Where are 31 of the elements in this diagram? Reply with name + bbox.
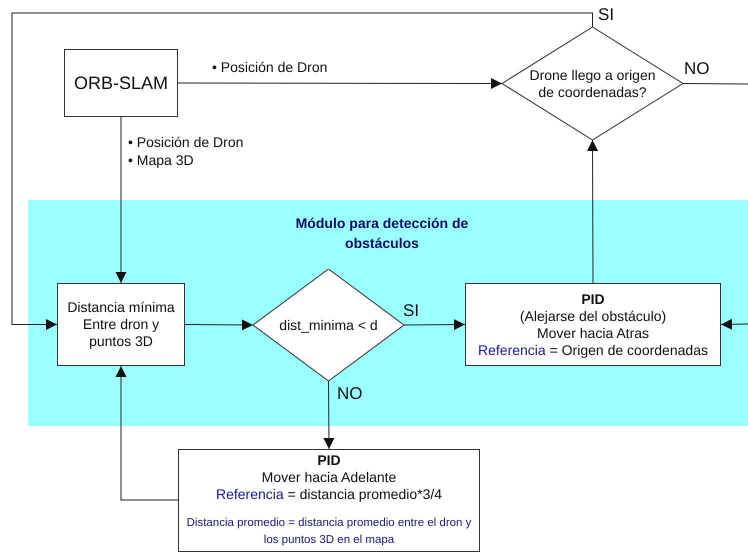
box-heading: PID (581, 290, 605, 308)
process-box (465, 283, 721, 366)
process-box (178, 449, 480, 552)
arrow (184, 319, 254, 330)
node-text: Mover hacia Adelante (262, 469, 396, 486)
node-text: Mover hacia Atras (536, 324, 650, 342)
module-panel (28, 200, 748, 426)
box-heading: PID (317, 452, 341, 469)
arrow (720, 318, 748, 330)
node-text: (Alejarse del obstáculo) (520, 308, 666, 324)
arrow (323, 380, 334, 450)
node-text: Referencia = distancia promedio*3/4 (216, 486, 442, 503)
arrow (12, 12, 593, 330)
decision-diamond (502, 27, 683, 140)
node-text: Referencia = Origen de coordenadas (478, 342, 708, 358)
arrow (587, 140, 598, 284)
node-text: dist_minima < d (279, 316, 378, 334)
edge-label: • Posición de Dron (212, 58, 328, 76)
arrow (116, 116, 126, 284)
process-box (57, 283, 185, 366)
arrow (178, 78, 502, 89)
edge-label: • Posición de Dron • Mapa 3D (128, 133, 244, 169)
arrow (404, 319, 466, 330)
note-text: Distancia promedio = distancia promedio entre el dron y los puntos 3D en el mapa (186, 516, 472, 548)
node-text: ORB-SLAM (74, 74, 168, 92)
node-text: Drone llego a origen de coordenadas? (528, 66, 657, 100)
arrow (116, 366, 178, 500)
panel-title: Módulo para detección de obstáculos (294, 214, 470, 253)
node-text: Distancia mínima Entre dron y puntos 3D (66, 299, 176, 350)
process-box (64, 49, 178, 117)
decision-diamond (253, 269, 404, 381)
